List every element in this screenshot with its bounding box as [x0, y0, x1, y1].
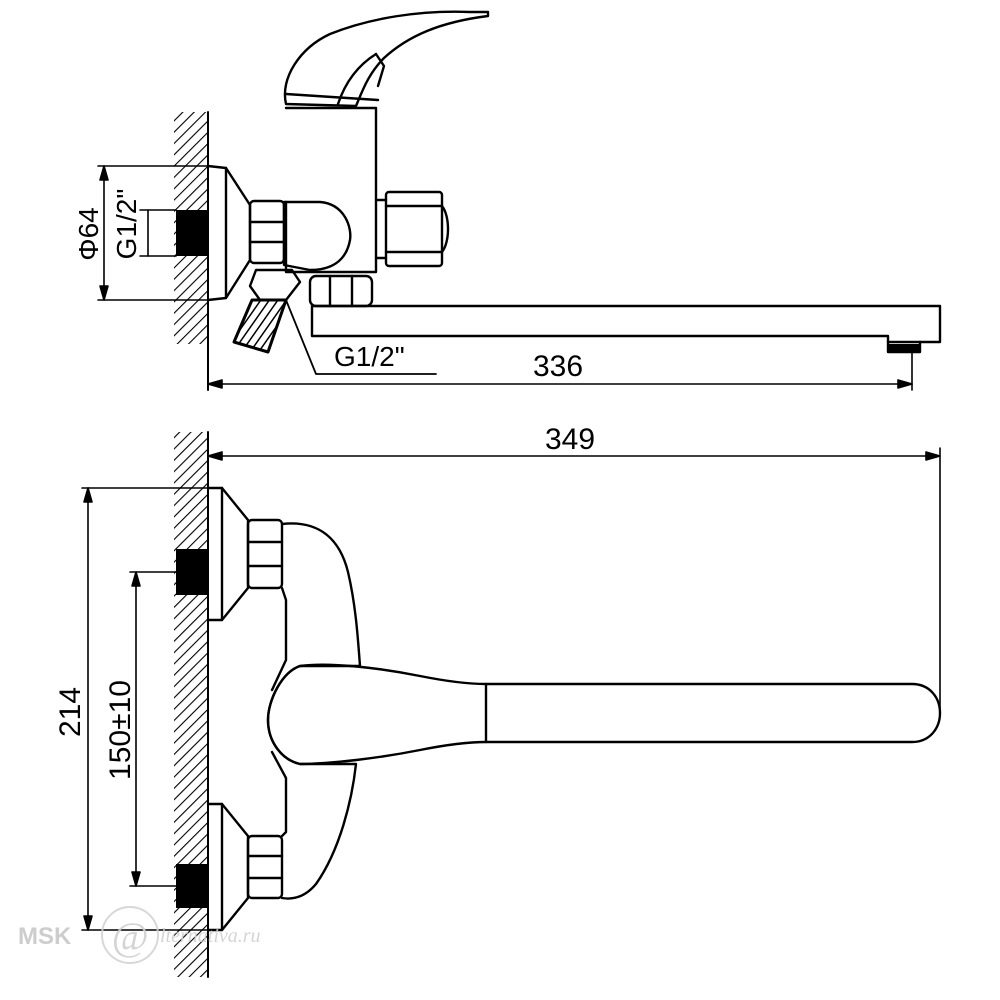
mixer-body — [284, 106, 378, 274]
label-inlet-thread: G1/2" — [111, 189, 142, 260]
watermark-glyph: @ — [112, 914, 149, 959]
swivel-spout — [310, 304, 942, 354]
spout-nut — [308, 274, 374, 308]
label-spout-reach: 336 — [533, 350, 583, 383]
hex-nut-side — [248, 199, 286, 265]
body-connection — [282, 200, 352, 272]
label-outlet-thread: G1/2" — [334, 341, 405, 372]
dim-spout-reach — [207, 351, 913, 391]
eccentric-flange — [206, 164, 252, 302]
label-flange-diameter: Φ64 — [73, 207, 104, 260]
lever-handle-front — [266, 663, 942, 766]
dim-overall-length — [207, 447, 941, 709]
front-view — [81, 431, 942, 978]
watermark-tail: lternativa.ru — [160, 925, 261, 947]
dim-flange-diameter — [97, 165, 209, 301]
dim-inlet-spacing — [129, 571, 177, 887]
lower-hex-nut — [246, 834, 284, 900]
dim-inlet-thread — [139, 209, 177, 257]
diverter-knob — [374, 190, 450, 268]
upper-hex-nut — [246, 518, 284, 590]
lever-handle — [283, 10, 490, 108]
label-overall-height: 214 — [54, 687, 87, 737]
side-view — [97, 10, 942, 391]
lower-inlet-in-wall — [176, 864, 208, 908]
inlet-pipe-in-wall — [176, 210, 208, 256]
watermark-brand: MSK — [18, 923, 72, 950]
upper-flange — [206, 486, 250, 622]
label-inlet-spacing: 150±10 — [104, 680, 137, 780]
watermark-at-circle — [101, 906, 159, 964]
lower-flange — [206, 802, 250, 932]
watermark: MSK @ lternativa.ru — [18, 906, 261, 964]
label-overall-length: 349 — [545, 423, 595, 456]
upper-inlet-in-wall — [176, 549, 208, 595]
